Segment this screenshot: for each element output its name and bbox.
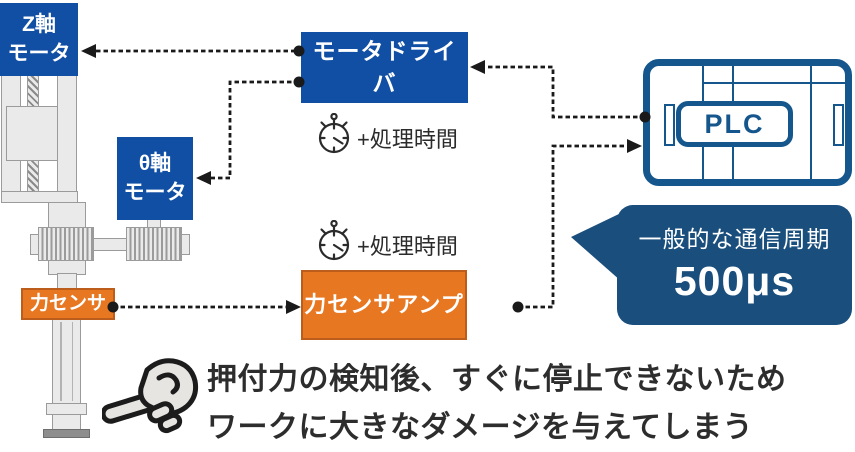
force-sensor-label: 力センサ — [29, 293, 106, 315]
mech-rod-line — [71, 322, 73, 401]
mech-rod-line — [60, 322, 62, 401]
communication-cycle-callout: 一般的な通信周期 500μs — [617, 205, 852, 325]
stopwatch-icon — [318, 113, 350, 154]
plc-name-plate: PLC — [676, 101, 793, 147]
callout-value: 500μs — [673, 258, 796, 304]
plc-panel-line — [810, 66, 812, 179]
mech-probe-rod — [52, 319, 81, 404]
pointing-hand-icon — [102, 358, 199, 434]
force-sensor-box: 力センサ — [21, 288, 115, 320]
plc-slot-right — [833, 104, 844, 146]
mech-gear-right — [126, 227, 182, 261]
plc-slot-left — [664, 104, 675, 146]
processing-time-label-upper: +処理時間 — [357, 127, 458, 152]
theta-motor-box: θ軸 モータ — [117, 137, 193, 220]
motor-driver-label: モータドライバ — [312, 38, 457, 96]
z-motor-label-line1: Z軸 — [22, 13, 56, 37]
stopwatch-icon — [318, 220, 350, 261]
plc-panel-line — [702, 82, 845, 84]
plc-label: PLC — [704, 108, 765, 139]
caption-line1: 押付力の検知後、すぐに停止できないため — [207, 363, 787, 396]
mech-carriage — [6, 106, 58, 161]
mech-gear-cap-right — [181, 234, 190, 255]
theta-motor-label-line1: θ軸 — [138, 152, 172, 176]
theta-motor-label-line2: モータ — [123, 180, 187, 204]
caption-line2: ワークに大きなダメージを与えてしまう — [207, 411, 753, 444]
force-amp-label: 力センサアンプ — [304, 292, 464, 318]
z-motor-label-line2: モータ — [7, 41, 71, 65]
z-motor-box: Z軸 モータ — [0, 3, 78, 76]
mech-foot-base — [43, 429, 90, 438]
callout-title: 一般的な通信周期 — [638, 226, 831, 252]
force-amp-box: 力センサアンプ — [301, 270, 467, 340]
mech-base-plate — [1, 191, 78, 203]
processing-time-label-lower: +処理時間 — [357, 234, 458, 259]
motor-driver-box: モータドライバ — [301, 32, 468, 103]
